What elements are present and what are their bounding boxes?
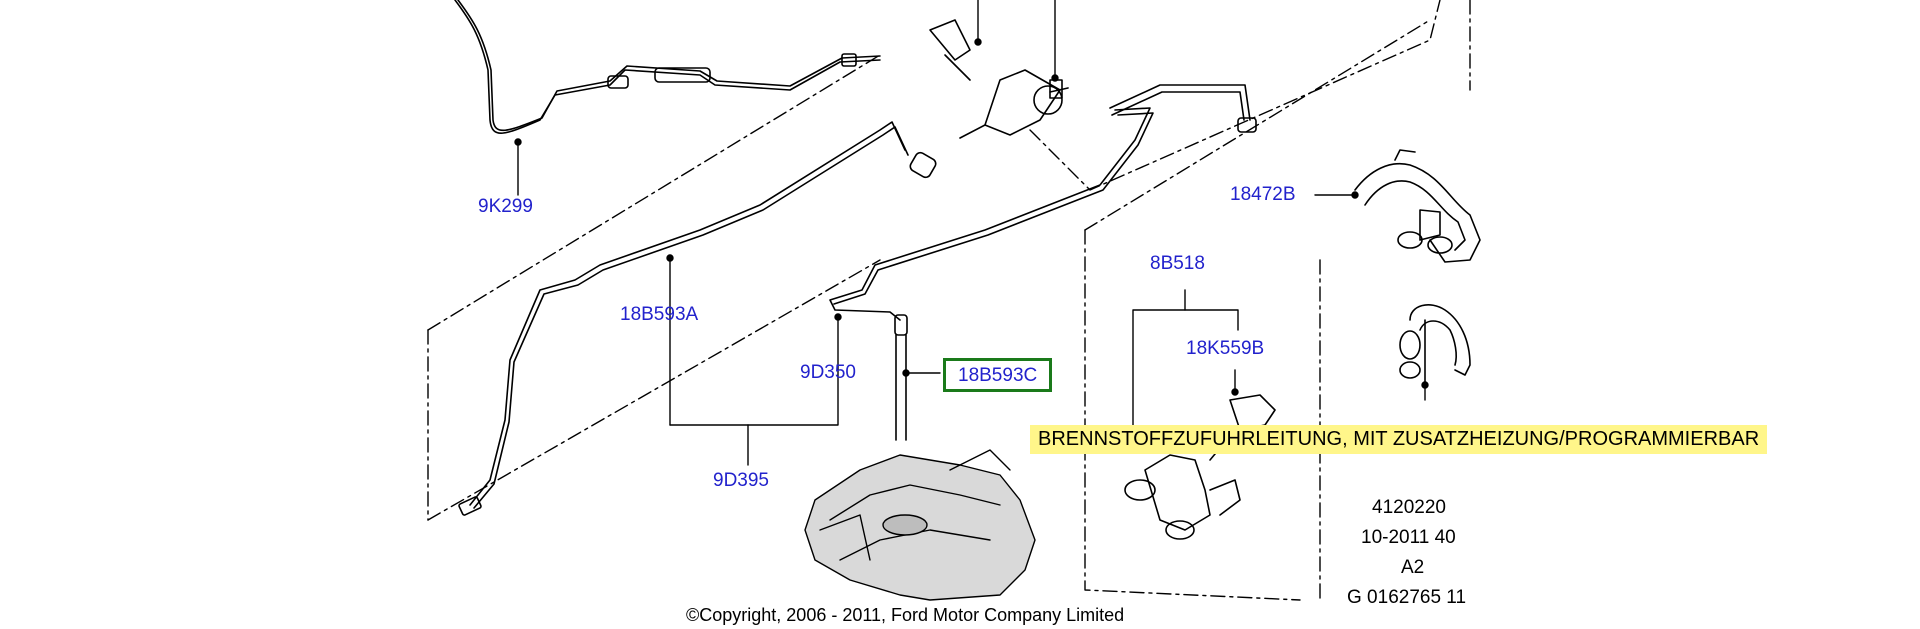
callout-18k559b[interactable]: 18K559B — [1186, 338, 1265, 359]
fuel-line-9k299 — [454, 0, 881, 134]
diagram-sheet: A2 — [1401, 557, 1425, 578]
copyright-notice: ©Copyright, 2006 - 2011, Ford Motor Comp… — [686, 605, 1125, 625]
sender-pipe-18b593c — [894, 314, 908, 441]
leader-lines — [514, 0, 1429, 466]
fuel-line-9d350 — [829, 84, 1257, 321]
heater-pump-8b518 — [1124, 394, 1276, 540]
callout-9d350[interactable]: 9D350 — [800, 362, 856, 383]
boundary-lines — [427, 0, 1471, 601]
callout-18472b[interactable]: 18472B — [1230, 184, 1296, 205]
callout-9d395[interactable]: 9D395 — [713, 470, 769, 491]
fuel-tank — [804, 449, 1036, 601]
callout-18b593c[interactable]: 18B593C — [943, 358, 1053, 392]
diagram-id: 4120220 — [1372, 497, 1446, 518]
part-description-tooltip: BRENNSTOFFZUFUHRLEITUNG, MIT ZUSATZHEIZU… — [1030, 425, 1768, 454]
hose-lower-right — [1399, 304, 1471, 386]
callout-8b518[interactable]: 8B518 — [1150, 253, 1205, 274]
callout-18b593a[interactable]: 18B593A — [620, 304, 699, 325]
fuel-line-18b593a — [458, 121, 937, 516]
hose-18472b — [1354, 149, 1481, 263]
diagram-date: 10-2011 40 — [1361, 527, 1456, 548]
callout-9k299[interactable]: 9K299 — [478, 196, 533, 217]
diagram-code: G 0162765 11 — [1347, 587, 1467, 608]
fuel-filter-assembly — [929, 19, 1069, 139]
